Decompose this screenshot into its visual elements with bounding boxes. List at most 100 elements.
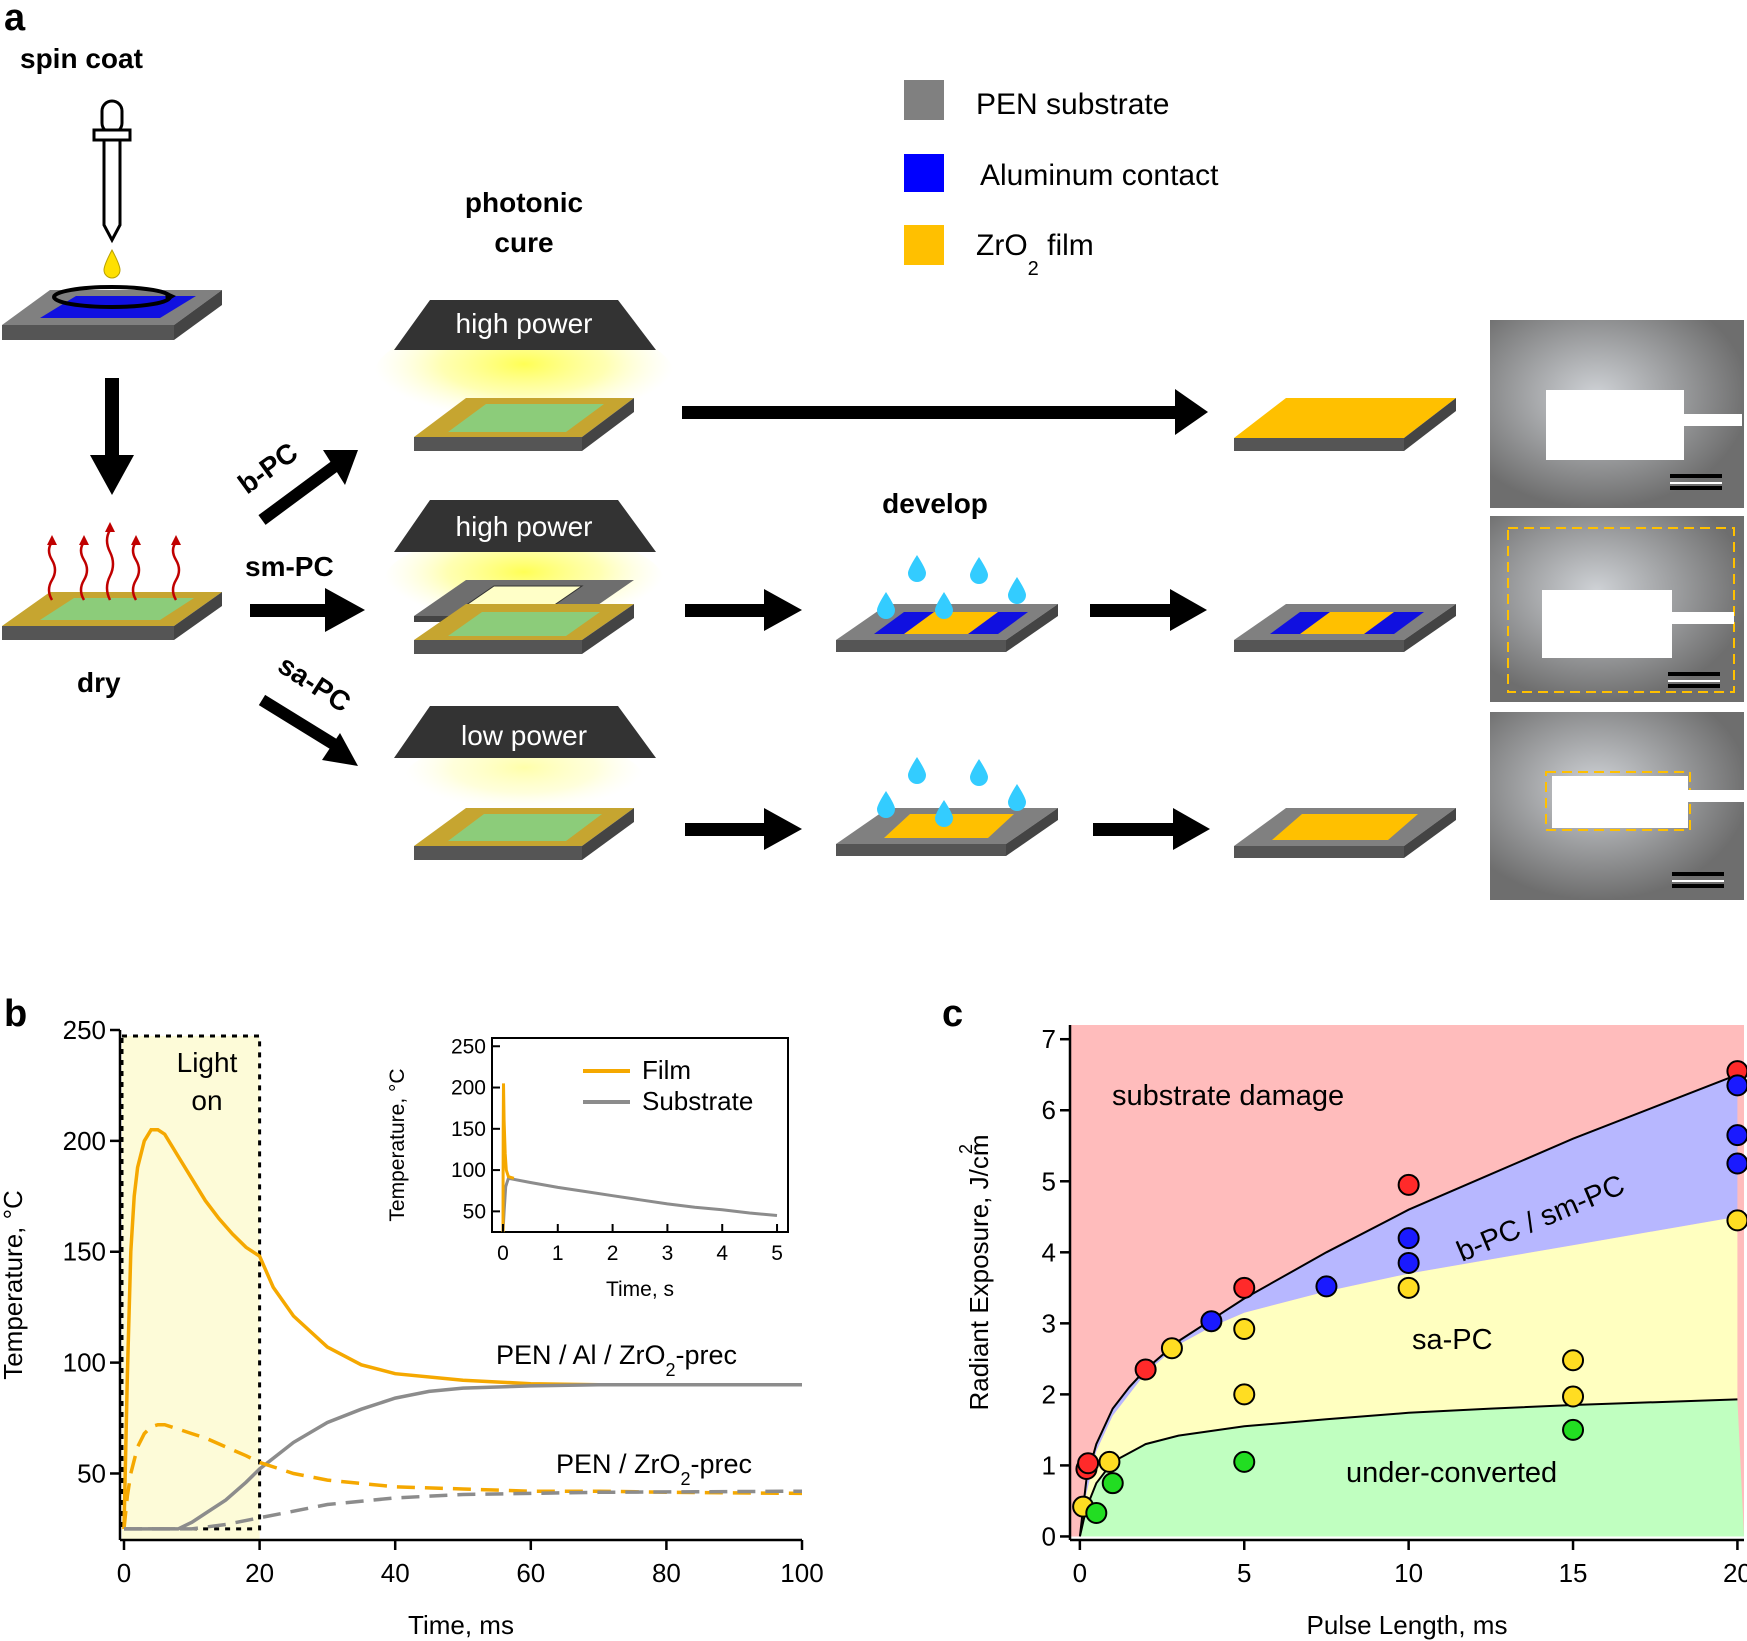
inset-x-tick-label: 0 xyxy=(497,1242,509,1265)
data-point xyxy=(1085,1502,1108,1525)
data-point xyxy=(1562,1385,1585,1408)
route-sa-arrow-icon xyxy=(258,694,358,766)
inset-y-tick-label: 100 xyxy=(451,1159,486,1182)
lamp-3-glow xyxy=(404,738,644,822)
arrow-after-develop-sm xyxy=(1090,589,1207,631)
lamp-1-label: high power xyxy=(456,308,593,339)
series-line-substrate-solid xyxy=(124,1383,802,1531)
data-point xyxy=(1233,1450,1256,1473)
lamp-2-label: high power xyxy=(456,511,593,542)
x-tick-label: 20 xyxy=(1723,1558,1747,1588)
legend-swatch-zro2 xyxy=(904,225,944,265)
y-tick-label: 200 xyxy=(63,1126,106,1156)
region-sapc xyxy=(1079,1216,1738,1537)
lamp-2-head xyxy=(394,500,656,552)
series-line-substrate-dashed xyxy=(124,1489,803,1531)
develop-label: develop xyxy=(882,488,988,519)
inset-frame xyxy=(491,1037,789,1233)
photonic-cure-label-2: cure xyxy=(494,227,553,258)
heat-arrowheads xyxy=(47,522,181,545)
x-tick-label: 15 xyxy=(1559,1558,1588,1588)
data-point xyxy=(1397,1227,1420,1250)
y-tick-label: 3 xyxy=(1042,1308,1056,1338)
inset-y-tick-label: 50 xyxy=(463,1200,486,1223)
inset-series-substrate xyxy=(501,1176,778,1233)
y-tick-label: 50 xyxy=(77,1458,106,1488)
inset-y-axis-title: Temperature, °C xyxy=(386,1068,409,1221)
long-arrow-icon xyxy=(682,389,1208,435)
y-tick-label: 5 xyxy=(1042,1166,1056,1196)
legend-swatch-pen xyxy=(904,80,944,120)
data-point xyxy=(1200,1310,1223,1333)
final-substrate-b xyxy=(1234,398,1456,451)
inset-x-tick-label: 4 xyxy=(716,1242,728,1265)
inset-x-axis-title: Time, s xyxy=(606,1278,674,1301)
light-on-box xyxy=(120,1034,262,1531)
photo-sa xyxy=(1490,712,1744,900)
region-label-under: under-converted xyxy=(1346,1457,1557,1489)
y-tick-label: 100 xyxy=(63,1348,106,1378)
data-point xyxy=(1397,1276,1420,1299)
x-tick-label: 100 xyxy=(780,1558,823,1588)
series-line-film-dashed xyxy=(122,1422,803,1530)
region-label-damage: substrate damage xyxy=(1112,1080,1344,1112)
develop-substrate-sa xyxy=(836,808,1058,856)
x-axis-title: Time, ms xyxy=(408,1610,514,1640)
inset-y-tick-label: 150 xyxy=(451,1118,486,1141)
arrow-to-develop-sa xyxy=(685,808,802,850)
x-tick-label: 0 xyxy=(1073,1558,1087,1588)
route-sm-arrow-icon xyxy=(250,588,365,632)
y-axis-title: Temperature, °C xyxy=(0,1190,28,1380)
region-label-sapc: sa-PC xyxy=(1412,1324,1493,1356)
data-point xyxy=(1160,1337,1183,1360)
data-point xyxy=(1726,1074,1747,1097)
inset-legend-label: Substrate xyxy=(642,1086,753,1116)
lamp-1-substrate xyxy=(414,398,634,451)
route-b-arrow-icon xyxy=(258,450,358,525)
data-point xyxy=(1397,1173,1420,1196)
lamp-2-substrate xyxy=(414,604,634,654)
route-sm-label: sm-PC xyxy=(245,551,334,582)
light-on-label-1: Light xyxy=(177,1047,238,1078)
inset-series-film xyxy=(501,1083,515,1233)
lamp-3-head xyxy=(394,706,656,758)
region-bpc-smpc xyxy=(1079,1074,1738,1537)
y-tick-label: 0 xyxy=(1042,1521,1056,1551)
inset-x-tick-label: 3 xyxy=(662,1242,674,1265)
panel-c-label: c xyxy=(942,993,963,1035)
data-point xyxy=(1233,1383,1256,1406)
curve-label-zro2: PEN / ZrO2-prec xyxy=(556,1449,752,1489)
x-axis-title: Pulse Length, ms xyxy=(1307,1610,1508,1640)
inset-y-tick-label: 200 xyxy=(451,1077,486,1100)
arrow-after-develop-sa xyxy=(1093,808,1210,850)
y-axis-title-superscript: 2 xyxy=(956,1144,976,1154)
x-tick-label: 20 xyxy=(245,1558,274,1588)
y-tick-label: 4 xyxy=(1042,1237,1056,1267)
down-arrow-icon xyxy=(90,378,134,495)
data-point xyxy=(1134,1358,1157,1381)
developer-drops-icon xyxy=(877,555,1026,827)
region-left-strip xyxy=(1070,1025,1080,1537)
y-tick-label: 250 xyxy=(63,1015,106,1045)
legend: PEN substrate Aluminum contact ZrO2 film xyxy=(904,80,1219,280)
y-tick-label: 6 xyxy=(1042,1095,1056,1125)
legend-swatch-aluminum xyxy=(904,154,944,192)
data-point xyxy=(1562,1418,1585,1441)
x-tick-label: 10 xyxy=(1394,1558,1423,1588)
light-on-label-2: on xyxy=(191,1085,222,1116)
region-below-zero xyxy=(1070,1536,1744,1540)
lamp-3-label: low power xyxy=(461,720,587,751)
data-point xyxy=(1077,1452,1100,1475)
data-point xyxy=(1726,1152,1747,1175)
x-tick-label: 80 xyxy=(652,1558,681,1588)
lamp-1-head xyxy=(394,300,656,350)
curve-label-al: PEN / Al / ZrO2-prec xyxy=(496,1340,737,1380)
photonic-cure-label-1: photonic xyxy=(465,187,583,218)
lamp-3-substrate xyxy=(414,808,634,860)
y-tick-label: 150 xyxy=(63,1237,106,1267)
pipette-icon xyxy=(92,99,132,244)
